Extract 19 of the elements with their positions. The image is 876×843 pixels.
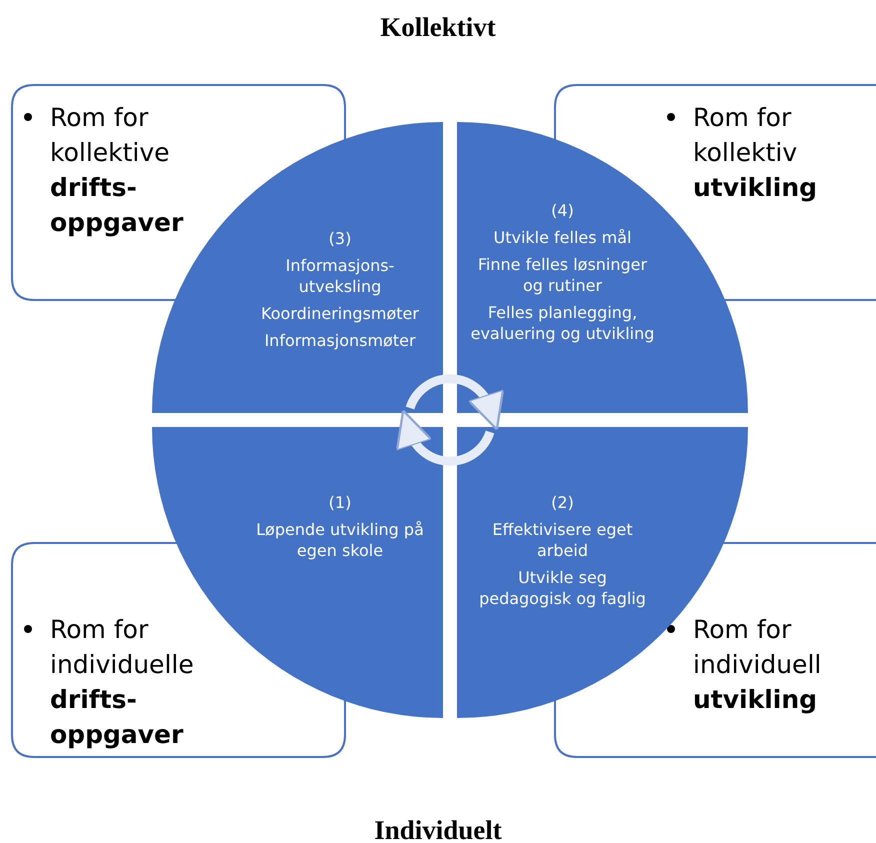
bullet-text: Rom for kollektiv utvikling [693,102,818,204]
quadrant-text: Løpende utvikling på egen skole [255,519,425,561]
quadrant-text: Effektivisere eget arbeid [491,519,634,561]
quadrant-text: (2) [550,492,575,513]
quadrant-text: (4) [550,200,575,221]
quadrant-text: Utvikle felles mål [492,227,632,248]
bullet-text: Rom for individuell utvikling [693,614,822,716]
quadrant-text: Informasjons- utveksling [284,255,396,297]
quadrant-text: Utvikle seg pedagogisk og faglig [478,567,647,609]
axis-heading: Kollektivt [380,12,496,42]
quadrant-text: Informasjonsmøter [263,330,417,351]
bullet-text: Rom for kollektive drifts- oppgaver [50,102,184,239]
quadrant-text: Finne felles løsninger og rutiner [476,254,648,296]
quadrant-text: Felles planlegging, evaluering og utvikling [470,302,655,344]
quadrant-text: Koordineringsmøter [260,303,420,324]
quadrant-text: (1) [328,492,352,513]
bullet-text: Rom for individuelle drifts- oppgaver [50,614,195,751]
axis-heading: Individuelt [374,815,502,843]
quadrant-text: (3) [328,228,352,249]
